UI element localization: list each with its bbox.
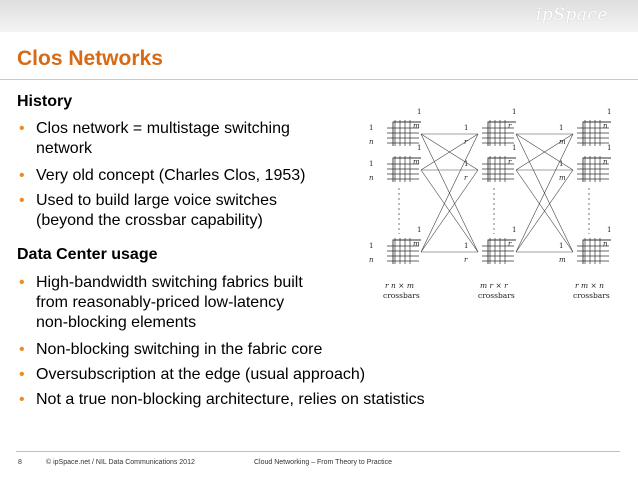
copyright-notice: © ipSpace.net / NIL Data Communications … bbox=[46, 459, 195, 466]
stage-index-label: 1 bbox=[607, 108, 611, 116]
bullet-marker-icon: • bbox=[19, 120, 25, 137]
crossbar-output-label: r bbox=[508, 122, 512, 130]
crossbar-frame bbox=[487, 157, 516, 182]
bullet-text: Oversubscription at the edge (usual appr… bbox=[36, 366, 366, 383]
stage-index-label: 1 bbox=[417, 144, 421, 152]
crossbar-frame bbox=[582, 121, 611, 146]
crossbar-output-label: m bbox=[413, 158, 420, 166]
ipspace-logo: ipSpace bbox=[535, 5, 608, 25]
bullet-marker-icon: • bbox=[19, 341, 25, 358]
crossbar-input-label: m bbox=[559, 138, 566, 146]
bullet-marker-icon: • bbox=[19, 274, 25, 291]
crossbar-frame bbox=[487, 239, 516, 264]
crossbar-output-label: r bbox=[508, 240, 512, 248]
crossbar-input-label: r bbox=[464, 138, 468, 146]
crossbar-input-label: r bbox=[464, 256, 468, 264]
footer-divider bbox=[16, 451, 620, 452]
interstage-link bbox=[420, 133, 479, 171]
crossbar-output-label: m bbox=[413, 122, 420, 130]
crossbar-input-label: r bbox=[464, 174, 468, 182]
crossbar-input-label: 1 bbox=[464, 242, 468, 250]
stage-size-label: r m × n bbox=[575, 281, 604, 290]
bullet-marker-icon: • bbox=[19, 192, 25, 209]
bullet-text: network bbox=[36, 140, 93, 157]
bullet-marker-icon: • bbox=[19, 167, 25, 184]
crossbar-frame bbox=[392, 239, 421, 264]
clos-network-diagram: 1nm11nm11nm11rr11rr11rr11mn11mn11mn1r n … bbox=[369, 108, 611, 300]
stage-size-label: r n × m bbox=[385, 281, 414, 290]
interstage-link bbox=[515, 133, 574, 253]
header-bar: ipSpace bbox=[0, 0, 638, 32]
bullet-marker-icon: • bbox=[19, 366, 25, 383]
interstage-link bbox=[420, 169, 479, 253]
bullet-marker-icon: • bbox=[19, 391, 25, 408]
stage-index-label: 1 bbox=[417, 226, 421, 234]
bullet-text: Not a true non-blocking architecture, re… bbox=[36, 391, 425, 408]
stage-index-label: 1 bbox=[512, 144, 516, 152]
crossbar-output-label: r bbox=[508, 158, 512, 166]
bullet-text: from reasonably-priced low-latency bbox=[36, 294, 285, 311]
crossbar-input-label: n bbox=[369, 138, 374, 146]
section-heading: History bbox=[17, 93, 73, 110]
crossbar-frame bbox=[582, 157, 611, 182]
stage-index-label: 1 bbox=[512, 108, 516, 116]
crossbar-input-label: 1 bbox=[559, 160, 563, 168]
slide-content: History • Clos network = multistage switch… bbox=[17, 93, 425, 408]
stage-caption: crossbars bbox=[383, 291, 420, 300]
page-number: 8 bbox=[18, 459, 22, 466]
course-title: Cloud Networking – From Theory to Practi… bbox=[254, 459, 392, 466]
bullet-text: Clos network = multistage switching bbox=[36, 120, 290, 137]
stage-size-label: m r × r bbox=[480, 281, 508, 290]
crossbar-input-label: m bbox=[559, 256, 566, 264]
crossbar-input-label: n bbox=[369, 174, 374, 182]
stage-caption: crossbars bbox=[573, 291, 610, 300]
crossbar-frame bbox=[582, 239, 611, 264]
slide-title: Clos Networks bbox=[17, 47, 163, 70]
stage-caption: crossbars bbox=[478, 291, 515, 300]
bullet-text: Very old concept (Charles Clos, 1953) bbox=[36, 167, 306, 184]
crossbar-input-label: 1 bbox=[369, 160, 373, 168]
crossbar-input-label: 1 bbox=[559, 242, 563, 250]
crossbar-frame bbox=[392, 157, 421, 182]
crossbar-frame bbox=[487, 121, 516, 146]
interstage-link bbox=[515, 133, 574, 171]
title-divider bbox=[0, 79, 638, 80]
interstage-link bbox=[420, 133, 479, 253]
bullet-text: non-blocking elements bbox=[36, 314, 197, 331]
stage-index-label: 1 bbox=[417, 108, 421, 116]
interstage-link bbox=[515, 169, 574, 253]
crossbar-input-label: 1 bbox=[369, 124, 373, 132]
crossbar-input-label: 1 bbox=[559, 124, 563, 132]
crossbar-input-label: n bbox=[369, 256, 374, 264]
crossbar-input-label: 1 bbox=[369, 242, 373, 250]
bullet-text: Used to build large voice switches bbox=[36, 192, 278, 209]
crossbar-input-label: 1 bbox=[464, 124, 468, 132]
crossbar-output-label: n bbox=[603, 158, 608, 166]
stage-index-label: 1 bbox=[607, 144, 611, 152]
crossbar-input-label: m bbox=[559, 174, 566, 182]
stage-index-label: 1 bbox=[607, 226, 611, 234]
bullet-text: Non-blocking switching in the fabric cor… bbox=[36, 341, 323, 358]
section-heading: Data Center usage bbox=[17, 246, 158, 263]
stage-index-label: 1 bbox=[512, 226, 516, 234]
crossbar-output-label: n bbox=[603, 240, 608, 248]
crossbar-output-label: m bbox=[413, 240, 420, 248]
crossbar-output-label: n bbox=[603, 122, 608, 130]
crossbar-input-label: 1 bbox=[464, 160, 468, 168]
bullet-text: High-bandwidth switching fabrics built bbox=[36, 274, 303, 291]
bullet-text: (beyond the crossbar capability) bbox=[36, 212, 263, 229]
crossbar-frame bbox=[392, 121, 421, 146]
